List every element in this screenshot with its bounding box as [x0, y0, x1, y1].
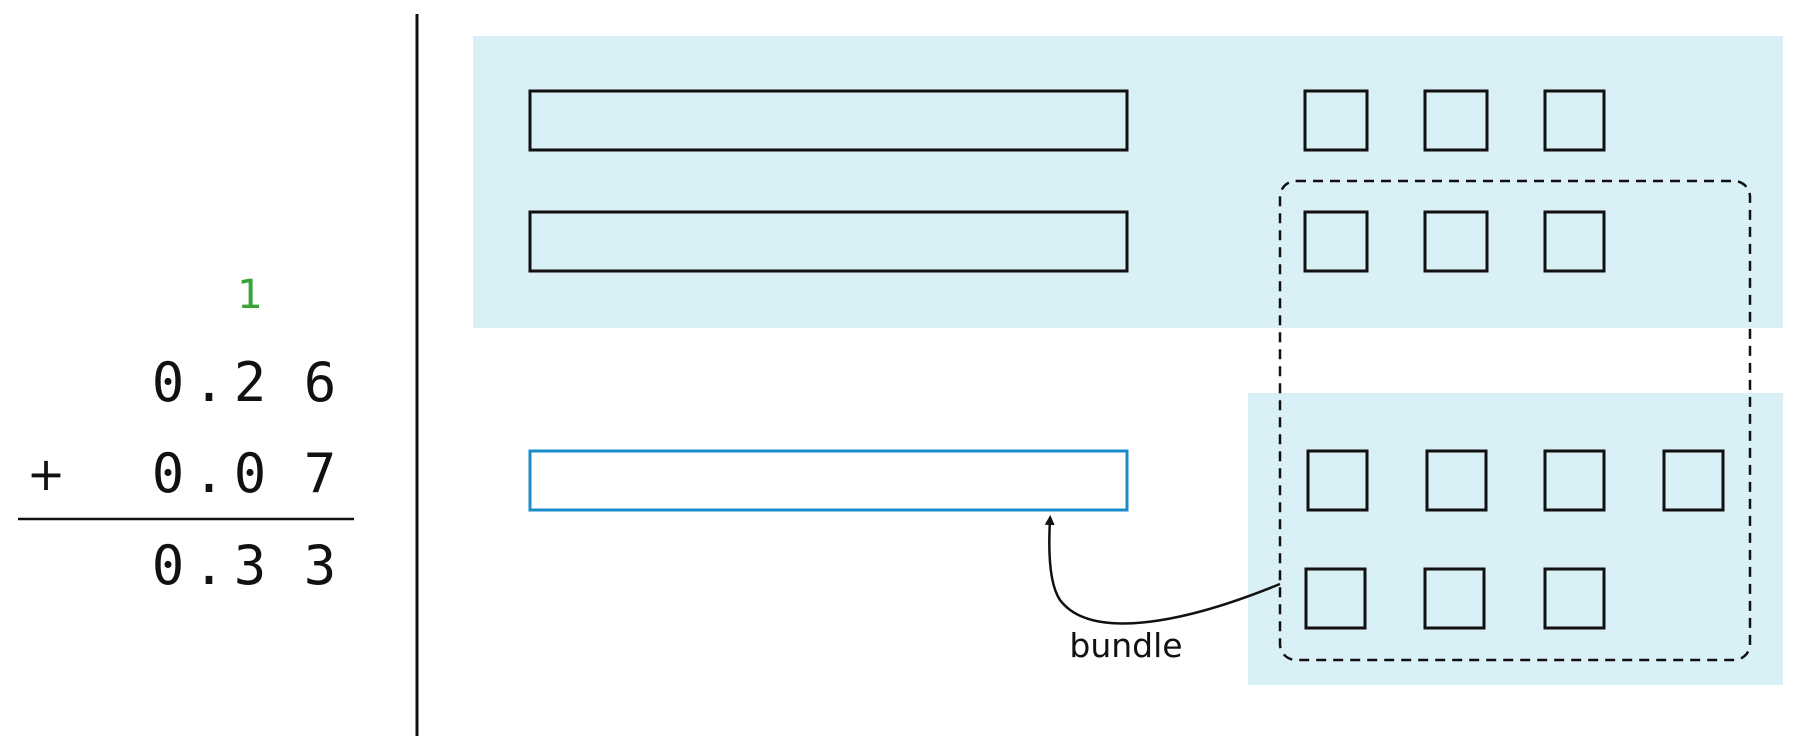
addend-1-digit-tenths: 2 [234, 351, 267, 414]
bundle-label: bundle [1069, 626, 1182, 665]
hundredth-block [1303, 210, 1369, 273]
addend-2-row: + 0 . 0 7 [27, 442, 337, 505]
tenth-block [528, 210, 1129, 273]
addend-1-digit-ones: 0 [152, 351, 185, 414]
sum-row: 0 . 3 3 [152, 534, 337, 597]
addend-1-decimal-point: . [193, 351, 226, 414]
new-tenth-block [528, 449, 1129, 512]
addend-2-decimal-point: . [193, 442, 226, 505]
hundredth-block [1543, 567, 1606, 630]
carry-digit: 1 [237, 272, 262, 318]
hundredth-block [1425, 449, 1488, 512]
bottom-hundredths [1304, 449, 1725, 630]
blocks-area: bundle [473, 36, 1783, 685]
addend-1-digit-hundredths: 6 [304, 351, 337, 414]
hundredth-block [1304, 567, 1367, 630]
top-group-region [473, 36, 1783, 328]
sum-digit-tenths: 3 [234, 534, 267, 597]
sum-digit-ones: 0 [152, 534, 185, 597]
hundredth-block [1306, 449, 1369, 512]
tenth-block [528, 89, 1129, 152]
hundredth-block [1662, 449, 1725, 512]
hundredth-block [1543, 89, 1606, 152]
hundredth-block [1543, 449, 1606, 512]
addend-2-digit-ones: 0 [152, 442, 185, 505]
sum-decimal-point: . [193, 534, 226, 597]
bundle-arrow [1044, 515, 1281, 625]
top-hundredths [1303, 89, 1606, 273]
hundredth-block [1423, 210, 1489, 273]
hundredth-block [1543, 210, 1606, 273]
vertical-addition: 1 0 . 2 6 + 0 . 0 7 0 . 3 3 [18, 272, 354, 597]
plus-sign: + [27, 447, 66, 501]
addend-1-row: 0 . 2 6 [152, 351, 337, 414]
hundredth-block [1303, 89, 1369, 152]
bundle-outline [1278, 179, 1752, 662]
addend-2-digit-hundredths: 7 [304, 442, 337, 505]
addend-2-digit-tenths: 0 [234, 442, 267, 505]
sum-digit-hundredths: 3 [304, 534, 337, 597]
hundredth-block [1423, 567, 1486, 630]
hundredth-block [1423, 89, 1489, 152]
top-tenths [528, 89, 1129, 273]
bottom-group-region [1248, 393, 1783, 685]
